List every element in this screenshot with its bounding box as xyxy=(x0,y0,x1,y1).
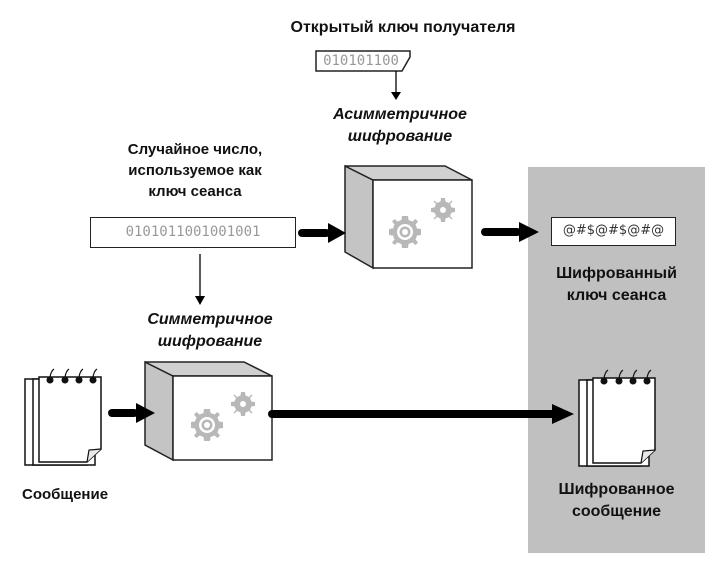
encrypted-message-label-2: сообщение xyxy=(571,503,662,520)
random-number-label-3: ключ сеанса xyxy=(148,183,242,200)
random-number-label-2: используемое как xyxy=(128,162,262,179)
asymmetric-cube-icon xyxy=(344,164,473,270)
arrow-public-key-down xyxy=(391,92,401,100)
encrypted-message-notepad-icon xyxy=(578,369,656,467)
arrow-sym-to-encrypted-message xyxy=(268,404,574,424)
message-label: Сообщение xyxy=(22,486,109,503)
symmetric-encryption-label-1: Симметричное xyxy=(147,311,273,328)
arrow-message-to-sym xyxy=(108,403,155,423)
asymmetric-encryption-label-2: шифрование xyxy=(347,128,453,145)
encrypted-session-key-box: @#$@#$@#@ xyxy=(551,217,676,246)
encrypted-key-label-2: ключ сеанса xyxy=(566,287,667,304)
random-number-label-1: Случайное число, xyxy=(127,141,263,158)
session-key-box: 0101011001001001 xyxy=(90,217,296,248)
public-key-title: Открытый ключ получателя xyxy=(290,19,516,36)
symmetric-encryption-label-2: шифрование xyxy=(157,333,263,350)
public-key-value: 010101100 xyxy=(323,53,399,69)
symmetric-cube-icon xyxy=(144,360,273,462)
arrow-session-key-down xyxy=(195,296,205,305)
arrow-asym-to-encrypted-key xyxy=(481,222,539,242)
public-key-box xyxy=(315,50,411,72)
message-notepad-icon xyxy=(24,368,102,466)
asymmetric-encryption-label-1: Асимметричное xyxy=(333,106,467,123)
encrypted-key-label-1: Шифрованный xyxy=(556,265,677,282)
arrow-session-to-asym xyxy=(298,223,346,243)
encrypted-message-label-1: Шифрованное xyxy=(558,481,675,498)
